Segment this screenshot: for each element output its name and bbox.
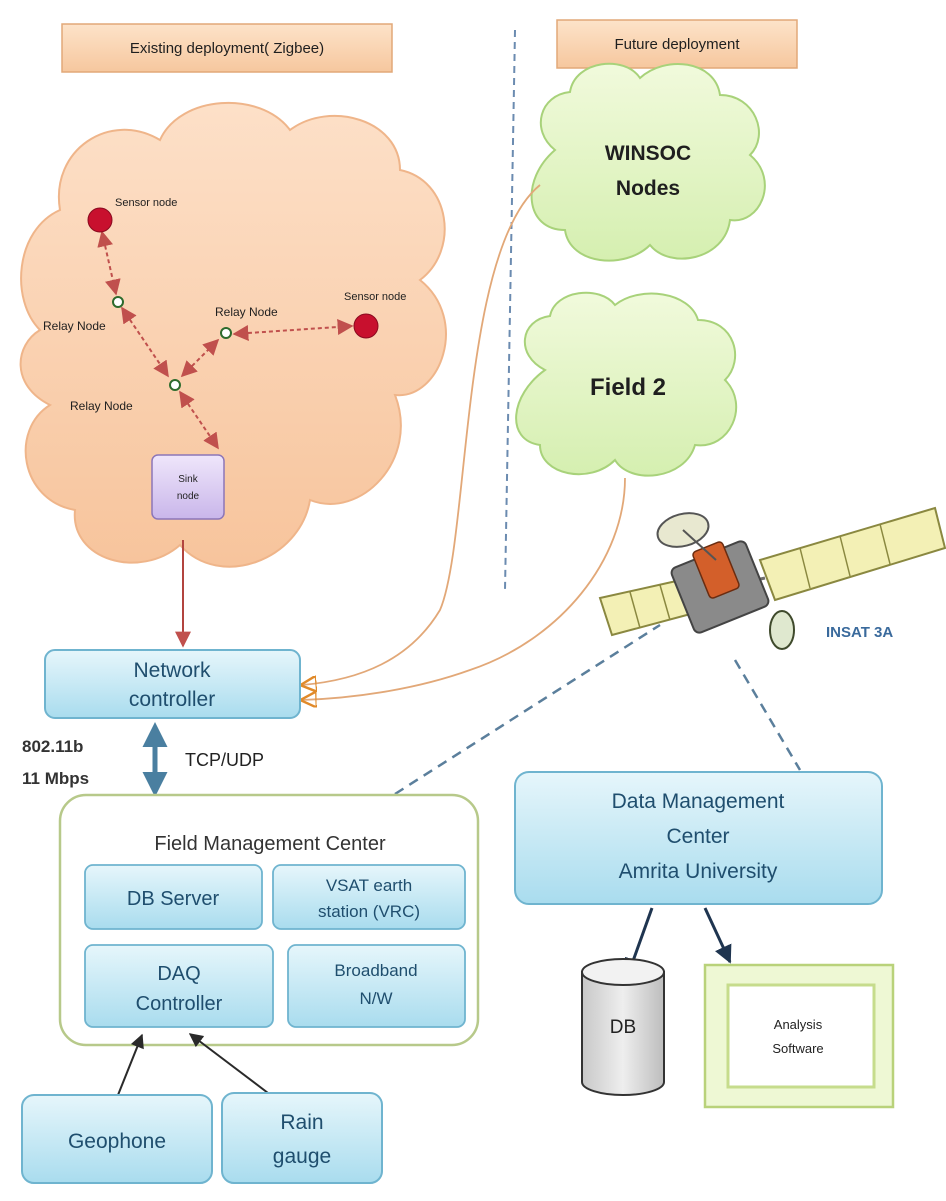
relay-node-bottom-dot (169, 379, 181, 391)
analysis-label-1: Analysis (774, 1017, 823, 1032)
future-deployment-label: Future deployment (614, 36, 740, 53)
sensor-node-1-label: Sensor node (115, 197, 177, 209)
satellite-to-fmc-link (394, 623, 661, 796)
winsoc-label-1: WINSOC (605, 142, 691, 165)
broadband-box (287, 944, 466, 1028)
db-label: DB (610, 1017, 636, 1038)
dmc-to-analysis-arrow (703, 907, 732, 964)
dmc-label-3: Amrita University (619, 860, 778, 883)
analysis-software-box: Analysis Software (703, 963, 895, 1109)
insat-label: INSAT 3A (826, 624, 893, 641)
broadband-label-2: N/W (359, 989, 392, 1008)
raingauge-to-daq-arrow (188, 1033, 269, 1094)
winsoc-to-controller-link (302, 184, 541, 685)
future-deployment-header: Future deployment (556, 19, 798, 69)
vsat-box (272, 864, 466, 930)
deployment-divider (504, 29, 516, 591)
sensor-node-1-dot (87, 207, 113, 233)
field2-cloud (515, 291, 738, 477)
relay-node-left-label: Relay Node (43, 319, 106, 333)
network-controller-label-2: controller (129, 688, 215, 711)
db-server-box (84, 864, 263, 930)
existing-deployment-label: Existing deployment( Zigbee) (130, 40, 324, 57)
vsat-label-2: station (VRC) (318, 902, 420, 921)
sink-node-box: Sink node (151, 454, 225, 520)
network-controller-box: Network controller (44, 649, 301, 719)
field-management-center: Field Management Center DB Server VSAT e… (58, 793, 480, 1047)
link-standard-label: 802.11b (22, 737, 83, 756)
sink-node-label-2: node (177, 491, 200, 502)
geophone-to-daq-arrow (117, 1033, 144, 1096)
winsoc-cloud (530, 62, 766, 262)
db-cylinder: DB (581, 958, 665, 1096)
sensor-node-2-label: Sensor node (344, 291, 406, 303)
geophone-box: Geophone (21, 1094, 213, 1184)
winsoc-label-2: Nodes (616, 177, 680, 200)
broadband-label-1: Broadband (334, 961, 417, 980)
fmc-title: Field Management Center (154, 833, 386, 855)
relay-node-top-label: Relay Node (215, 305, 278, 319)
link-protocol-label: TCP/UDP (185, 750, 264, 770)
rain-gauge-label-2: gauge (273, 1145, 331, 1168)
relay-node-top-dot (220, 327, 232, 339)
daq-controller-box (84, 944, 274, 1028)
dmc-label-1: Data Management (612, 790, 785, 813)
daq-label-2: Controller (136, 993, 223, 1015)
relay-node-left-dot (112, 296, 124, 308)
data-management-center-box: Data Management Center Amrita University (514, 771, 883, 905)
rain-gauge-box: Rain gauge (221, 1092, 383, 1184)
analysis-label-2: Software (772, 1041, 823, 1056)
network-controller-label-1: Network (133, 659, 211, 682)
db-server-label: DB Server (127, 888, 220, 910)
geophone-label: Geophone (68, 1130, 166, 1153)
satellite-to-dmc-link (733, 659, 802, 771)
daq-label-1: DAQ (157, 963, 200, 985)
field2-label: Field 2 (590, 374, 666, 401)
existing-deployment-header: Existing deployment( Zigbee) (61, 23, 393, 73)
rain-gauge-label-1: Rain (280, 1111, 323, 1134)
existing-deployment-cloud (19, 101, 447, 568)
field2-to-controller-link (302, 477, 626, 700)
sink-node-label-1: Sink (178, 474, 198, 485)
sensor-node-2-dot (353, 313, 379, 339)
vsat-label-1: VSAT earth (326, 876, 412, 895)
dmc-label-2: Center (666, 825, 729, 848)
link-rate-label: 11 Mbps (22, 769, 89, 788)
relay-node-bottom-label: Relay Node (70, 399, 133, 413)
satellite-icon (598, 506, 946, 650)
zigbee-mesh-links (97, 230, 354, 450)
